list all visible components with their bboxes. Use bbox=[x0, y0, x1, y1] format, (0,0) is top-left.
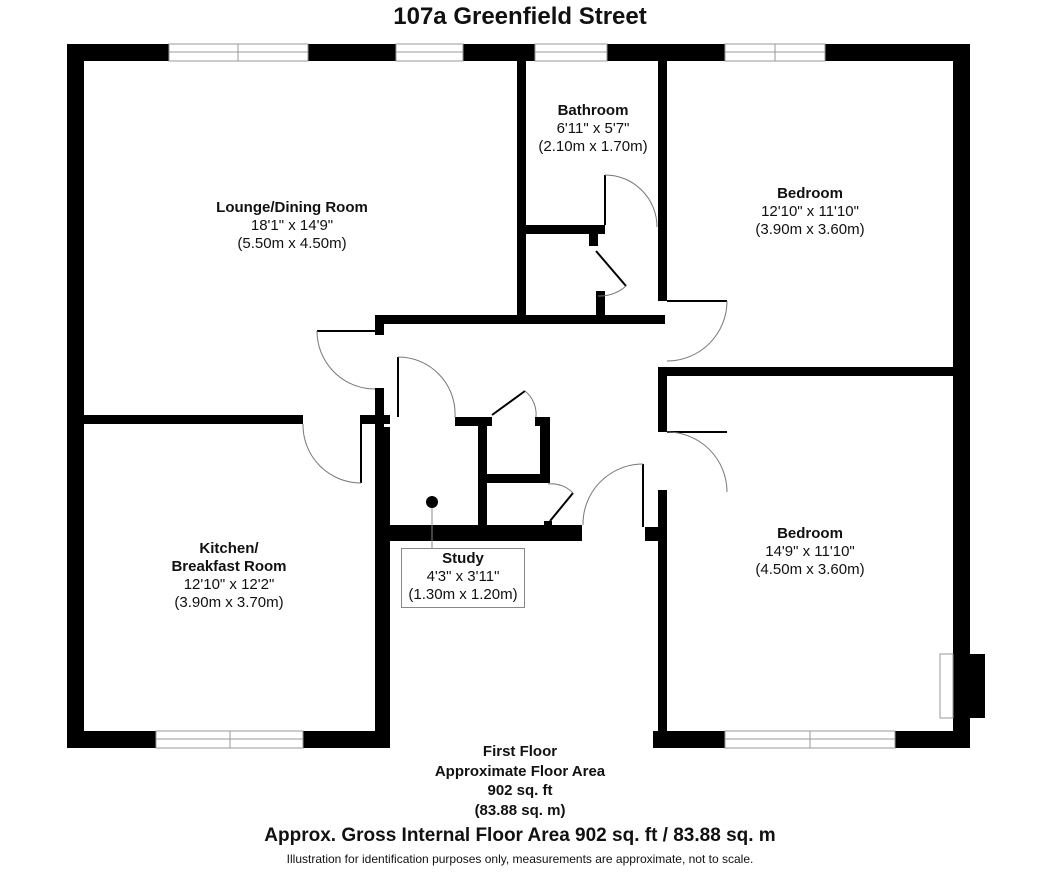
room-label-bedroom-1: Bedroom 12'10" x 11'10" (3.90m x 3.60m) bbox=[755, 185, 865, 238]
windows bbox=[155, 43, 954, 749]
door-swings bbox=[302, 174, 728, 526]
room-label-lounge: Lounge/Dining Room 18'1" x 14'9" (5.50m … bbox=[216, 199, 368, 252]
disclaimer: Illustration for identification purposes… bbox=[286, 852, 754, 866]
room-label-bathroom: Bathroom 6'11" x 5'7" (2.10m x 1.70m) bbox=[538, 102, 648, 155]
walls bbox=[67, 44, 985, 748]
room-label-bedroom-2: Bedroom 14'9" x 11'10" (4.50m x 3.60m) bbox=[755, 525, 865, 578]
property-title: 107a Greenfield Street bbox=[393, 3, 647, 30]
study-label-box bbox=[401, 548, 525, 608]
doors bbox=[317, 175, 727, 527]
room-label-study: Study 4'3" x 3'11" (1.30m x 1.20m) bbox=[408, 550, 518, 603]
gross-internal-area: Approx. Gross Internal Floor Area 902 sq… bbox=[264, 825, 776, 846]
floor-area-summary: First Floor Approximate Floor Area 902 s… bbox=[434, 743, 606, 819]
room-label-kitchen: Kitchen/ Breakfast Room 12'10" x 12'2" (… bbox=[171, 540, 287, 611]
light-fixture-icon bbox=[426, 496, 438, 508]
